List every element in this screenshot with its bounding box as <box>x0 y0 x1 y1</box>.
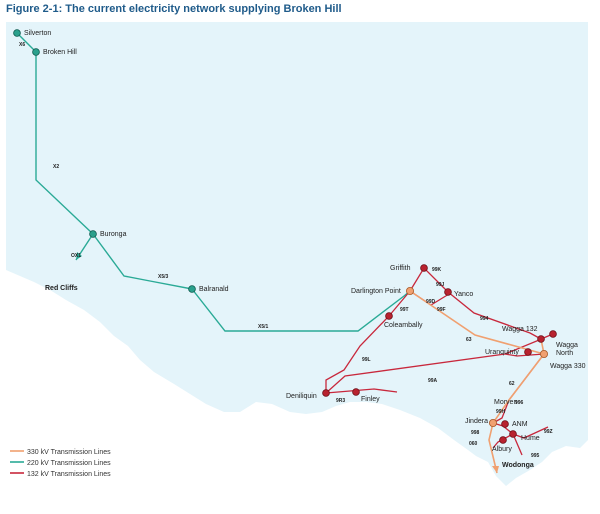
code-62: 62 <box>509 381 515 387</box>
label-silverton: Silverton <box>24 30 51 37</box>
label-albury: Albury <box>492 446 512 453</box>
label-jindera: Jindera <box>465 418 488 425</box>
code-99k: 99K <box>432 267 442 273</box>
line-x2 <box>35 52 94 235</box>
node-wagga-330 <box>540 349 549 358</box>
nodes-330kv <box>405 286 549 427</box>
label-finley: Finley <box>361 396 380 403</box>
line-62 <box>492 353 545 424</box>
node-silverton <box>13 29 21 37</box>
node-albury <box>499 436 507 444</box>
node-buronga <box>89 230 97 238</box>
code-994: 994 <box>480 316 489 322</box>
code-x5-3: X5/3 <box>158 274 169 280</box>
code-998: 998 <box>471 430 480 436</box>
node-finley <box>352 388 360 396</box>
node-hume <box>509 430 517 438</box>
code-63: 63 <box>466 337 472 343</box>
code-x5-1: X5/1 <box>258 324 269 330</box>
code-99h: 99H <box>496 409 506 415</box>
label-wodonga: Wodonga <box>502 462 534 469</box>
node-balranald <box>188 285 196 293</box>
node-broken-hill <box>32 48 40 56</box>
code-99d: 99D <box>426 299 436 305</box>
nodes-220kv <box>13 29 196 293</box>
land-area <box>6 22 588 486</box>
node-uranquinty <box>524 348 532 356</box>
label-hume: Hume <box>521 435 540 442</box>
code-99t: 99T <box>400 307 409 313</box>
node-yanco <box>444 288 452 296</box>
label-anm: ANM <box>512 421 528 428</box>
legend-132kv: 132 kV Transmission Lines <box>27 471 111 478</box>
node-wagga-132 <box>537 335 545 343</box>
code-x2: X2 <box>53 164 59 170</box>
node-coleambally <box>385 312 393 320</box>
label-wagga-132: Wagga 132 <box>502 326 538 333</box>
line-63 <box>409 290 545 355</box>
label-darlington-point: Darlington Point <box>351 288 401 295</box>
legend: 330 kV Transmission Lines 220 kV Transmi… <box>10 449 111 478</box>
code-99l: 99L <box>362 357 371 363</box>
node-wagga-north <box>549 330 557 338</box>
code-99f: 99F <box>437 307 446 313</box>
label-balranald: Balranald <box>199 286 229 293</box>
nodes-132kv <box>322 264 557 444</box>
arrow-red-cliffs <box>76 252 82 260</box>
label-buronga: Buronga <box>100 231 127 238</box>
label-yanco: Yanco <box>454 291 473 298</box>
node-griffith <box>420 264 428 272</box>
label-morven: Morven <box>494 399 517 406</box>
label-coleambally: Coleambally <box>384 322 423 329</box>
line-x5-3 <box>92 233 193 290</box>
legend-330kv: 330 kV Transmission Lines <box>27 449 111 456</box>
code-996: 996 <box>515 400 524 406</box>
code-99z: 99Z <box>544 429 553 435</box>
line-x6 <box>16 32 37 53</box>
node-deniliquin <box>322 389 330 397</box>
code-ox1: OX1 <box>71 253 81 259</box>
code-995: 995 <box>531 453 540 459</box>
label-uranquinty: Uranquinty <box>485 349 519 356</box>
node-jindera <box>488 418 497 427</box>
label-deniliquin: Deniliquin <box>286 393 317 400</box>
arrow-wodonga <box>492 466 499 473</box>
node-darlington-point <box>405 286 414 295</box>
legend-220kv: 220 kV Transmission Lines <box>27 460 111 467</box>
node-anm <box>501 420 509 428</box>
label-red-cliffs: Red Cliffs <box>45 285 78 292</box>
label-broken-hill: Broken Hill <box>43 49 77 56</box>
code-99j: 99J <box>436 282 445 288</box>
label-griffith: Griffith <box>390 265 411 272</box>
code-060: 060 <box>469 441 478 447</box>
code-9r3: 9R3 <box>336 398 345 404</box>
code-99a: 99A <box>428 378 438 384</box>
code-x6: X6 <box>19 42 25 48</box>
figure-title: Figure 2-1: The current electricity netw… <box>6 3 342 15</box>
label-wagga-330: Wagga 330 <box>550 363 586 370</box>
line-x5-1 <box>191 288 411 332</box>
